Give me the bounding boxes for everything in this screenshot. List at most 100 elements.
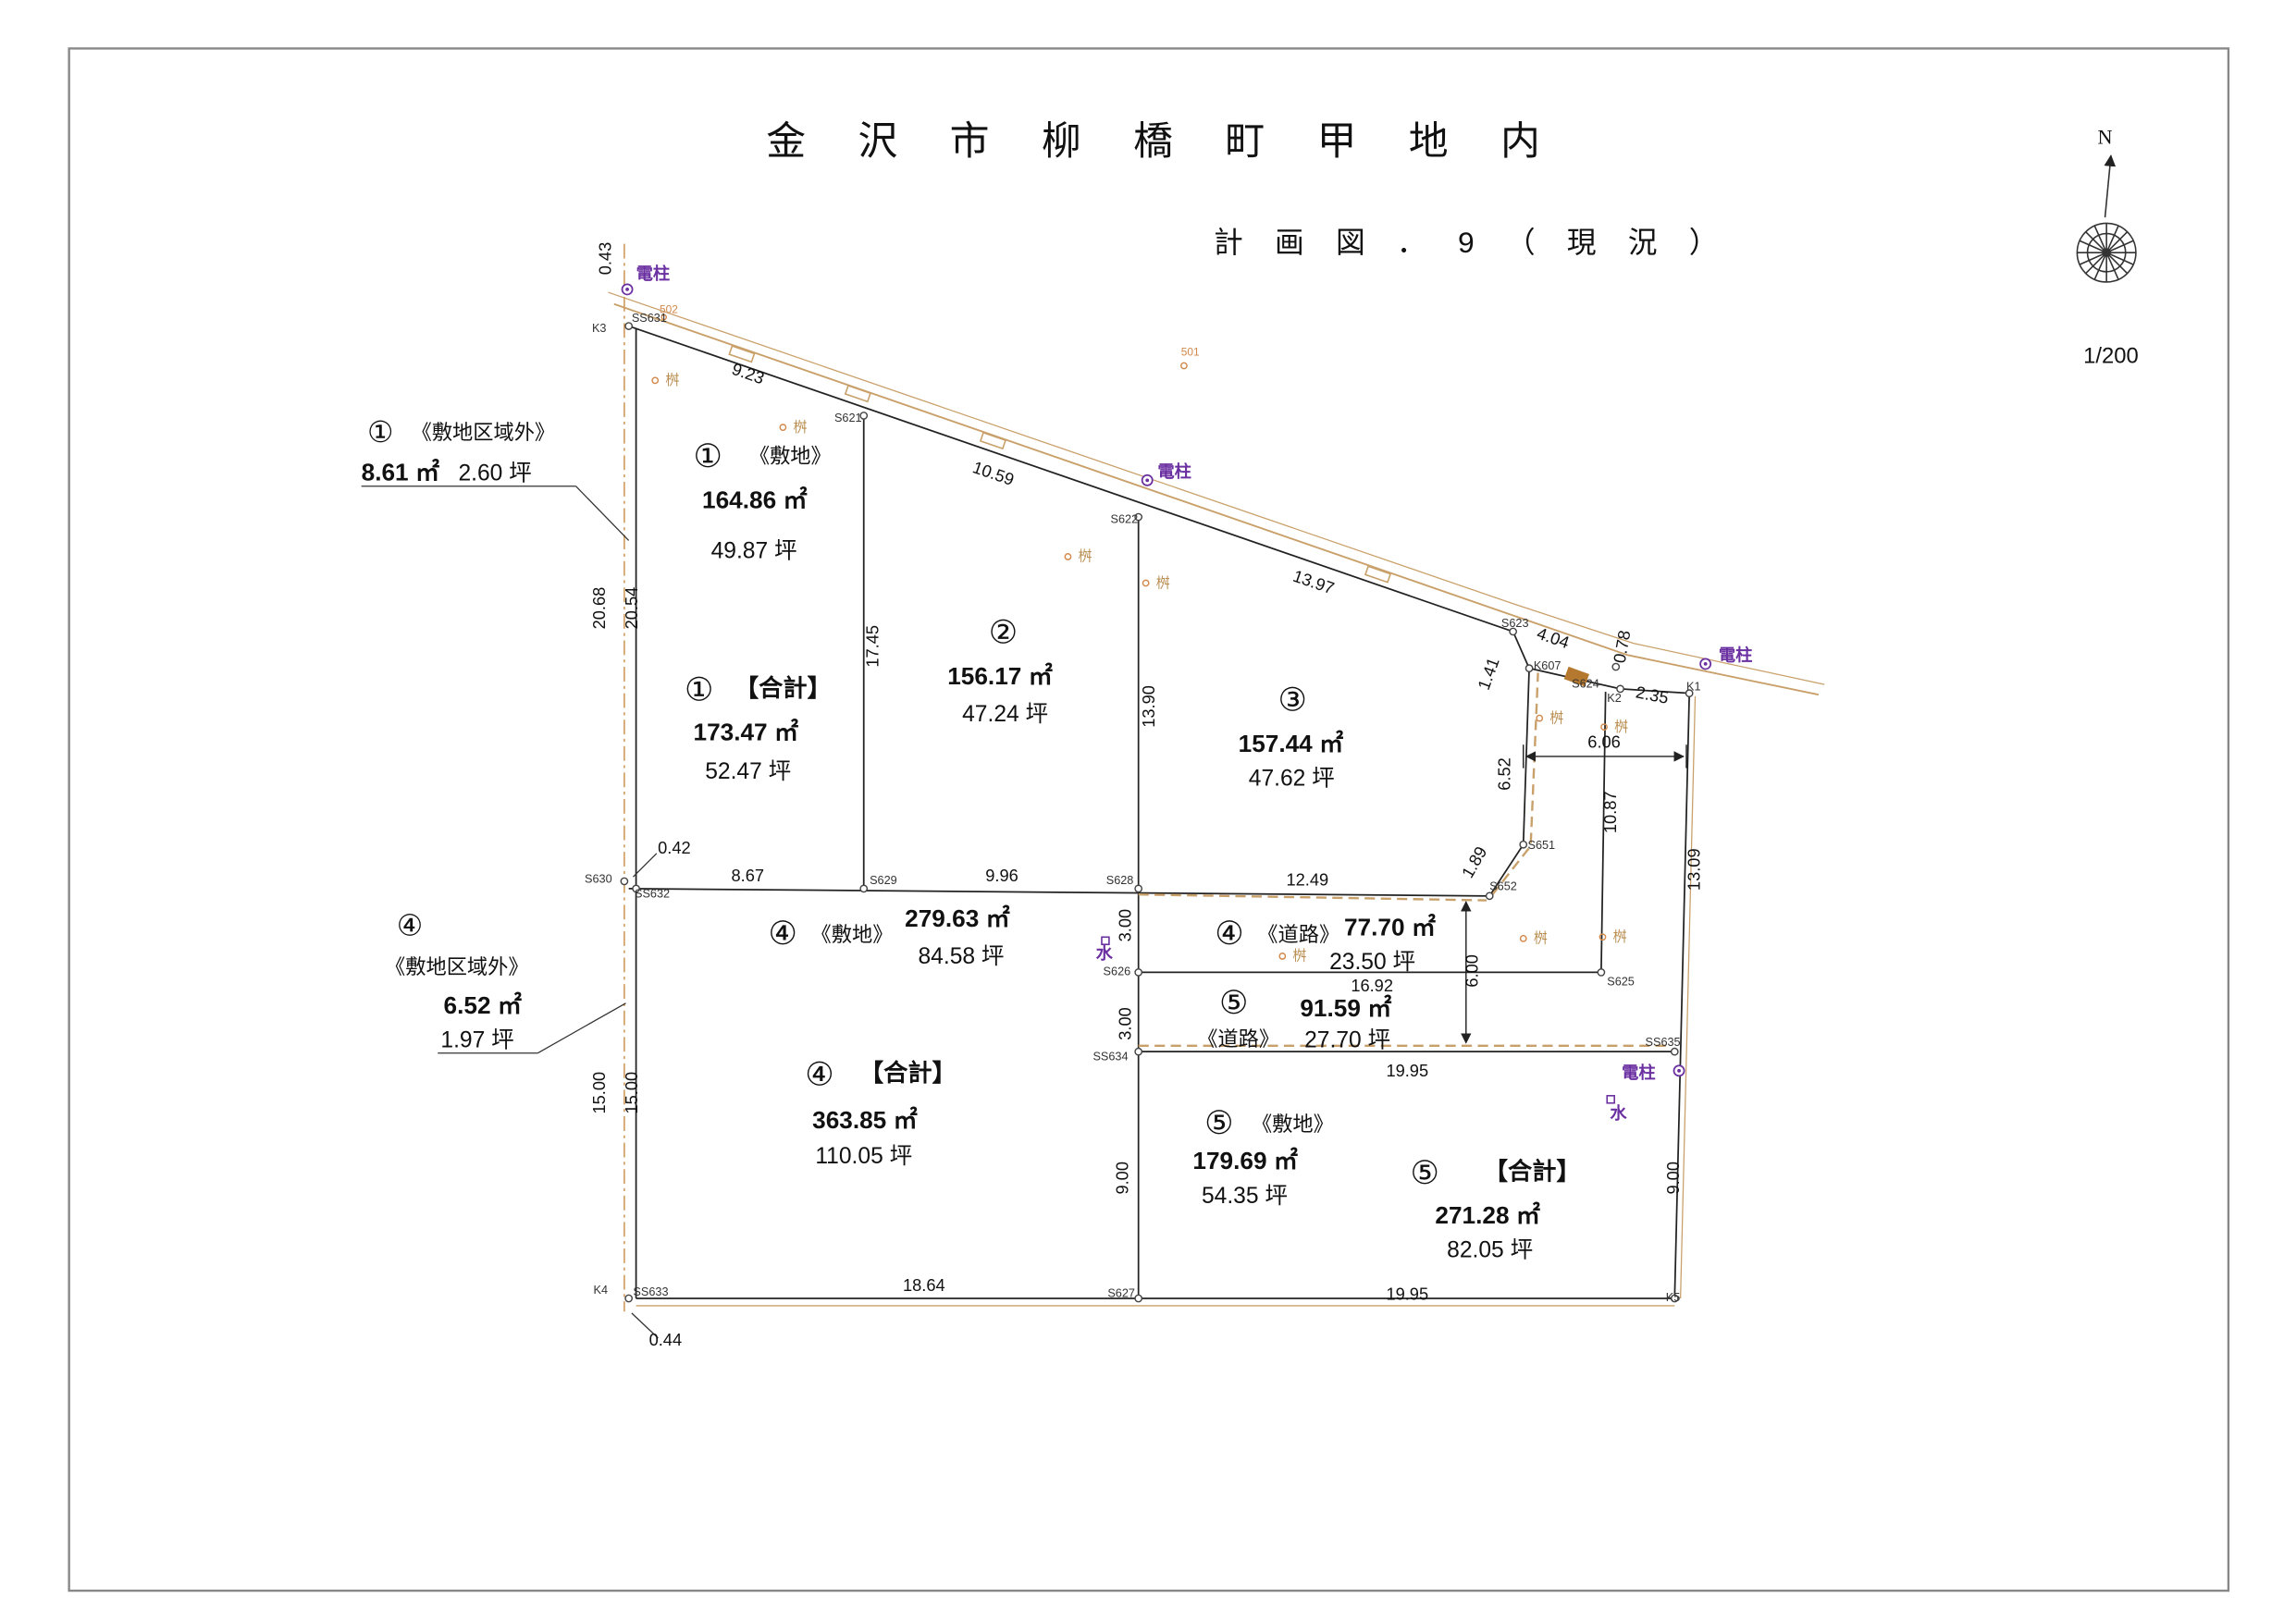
dimension-label: 6.06 <box>1587 732 1621 751</box>
annotation1-tag: 《敷地区域外》 <box>412 421 556 444</box>
dimension-label: 16.92 <box>1351 976 1393 995</box>
parcel4-road-number: ④ <box>1215 916 1243 952</box>
parcel1-site-number: ① <box>694 438 722 474</box>
survey-point-label: S629 <box>870 874 897 887</box>
masu-label: 桝 <box>1549 710 1563 726</box>
masu-label: 桝 <box>1156 575 1170 591</box>
dimension-label: 19.95 <box>1386 1285 1428 1304</box>
parcel1-site-area: 164.86 ㎡ <box>702 486 808 514</box>
parcel5-total-tsubo: 82.05 坪 <box>1447 1237 1533 1263</box>
boundary-right <box>1673 693 1691 1299</box>
dimension-label: 13.90 <box>1139 685 1158 728</box>
parcel5-road-area: 91.59 ㎡ <box>1300 994 1392 1022</box>
dimension-label: 19.95 <box>1386 1061 1428 1080</box>
water-icon <box>1606 1095 1615 1104</box>
annotation1-area: 8.61 ㎡ <box>362 458 440 486</box>
parcel5-site-tsubo: 54.35 坪 <box>1202 1183 1288 1209</box>
survey-point-label: 501 <box>1181 345 1200 358</box>
dimension-label: 9.00 <box>1663 1162 1683 1195</box>
annotation1-tsubo: 2.60 坪 <box>458 460 531 486</box>
parcel4-total-area: 363.85 ㎡ <box>812 1106 918 1134</box>
leader-0-44 <box>631 1312 659 1339</box>
dimension-label: 12.49 <box>1286 870 1328 890</box>
survey-point-label: K607 <box>1534 659 1562 672</box>
survey-point-label: S625 <box>1607 976 1635 989</box>
masu-label: 桝 <box>794 420 808 436</box>
utility-label: 電柱 <box>1719 646 1752 665</box>
leader-0-42 <box>632 853 658 878</box>
annotation4-area: 6.52 ㎡ <box>444 991 523 1019</box>
parcel4-total-tag: 【合計】 <box>859 1059 957 1087</box>
survey-point-label: S628 <box>1106 874 1134 887</box>
annotation4-leader <box>537 1002 626 1054</box>
parcel2-tsubo: 47.24 坪 <box>962 701 1048 727</box>
dimension-label: 0.43 <box>596 242 615 276</box>
electric-pole-icon <box>1141 473 1154 486</box>
survey-point-label: S623 <box>1501 617 1529 630</box>
dimension-label: 20.54 <box>622 587 641 630</box>
masu-label: 桝 <box>1614 719 1628 735</box>
parcel3-area: 157.44 ㎡ <box>1239 730 1344 757</box>
dimension-label: 15.00 <box>589 1072 609 1114</box>
dimension-label: 13.97 <box>1290 566 1337 598</box>
masu-label: 桝 <box>1534 931 1548 947</box>
dimension-label: 6.00 <box>1463 954 1482 988</box>
parcel5-site-tag: 《敷地》 <box>1252 1113 1334 1136</box>
survey-point-label: SS634 <box>1092 1051 1128 1064</box>
parcel4-road-tsubo: 23.50 坪 <box>1329 949 1415 975</box>
dimension-label: 1.41 <box>1474 655 1503 693</box>
parcel5-site-number: ⑤ <box>1204 1105 1233 1141</box>
utility-symbols <box>621 283 1712 1104</box>
survey-point-labels: K3SS631S621S622S623K607S624K2K1S651S652S… <box>585 302 1701 1304</box>
dimension-label: 9.23 <box>730 359 767 387</box>
north-arrow: N 1/200 <box>2076 126 2139 368</box>
masu-label: 桝 <box>1292 949 1306 965</box>
boundary-right-outer <box>1680 695 1697 1299</box>
dimension-label: 9.96 <box>985 866 1018 885</box>
dimension-label: 0.44 <box>649 1330 683 1349</box>
survey-point-label: SS632 <box>635 887 670 900</box>
survey-point-label: S627 <box>1107 1286 1135 1299</box>
dimension-label: 6.52 <box>1494 757 1513 791</box>
dimension-label: 18.64 <box>903 1275 945 1295</box>
survey-point-label: K3 <box>592 322 607 335</box>
parcel4-site-tag: 《敷地》 <box>811 923 894 946</box>
dimension-label: 10.59 <box>970 457 1017 489</box>
parcel5-total-number: ⑤ <box>1410 1155 1438 1191</box>
dimension-label: 0.78 <box>1610 629 1635 665</box>
parcel1-total-area: 173.47 ㎡ <box>694 718 799 745</box>
parcel1-total-number: ① <box>685 672 713 708</box>
parcel4-site-tsubo: 84.58 坪 <box>918 943 1004 969</box>
parcel4-site-number: ④ <box>769 916 797 952</box>
annotation4-number: ④ <box>397 909 423 942</box>
utility-label: 電柱 <box>1157 461 1191 481</box>
dimension-label: 9.00 <box>1113 1162 1132 1195</box>
annotation4-tag: 《敷地区域外》 <box>385 955 529 978</box>
parcel4-total-tsubo: 110.05 坪 <box>815 1143 912 1169</box>
survey-point-label: S626 <box>1104 965 1131 978</box>
utility-label: 水 <box>1610 1103 1627 1123</box>
annotation1-number: ① <box>367 415 393 449</box>
survey-point-label: S652 <box>1489 879 1517 892</box>
dimension-label: 13.09 <box>1684 848 1703 891</box>
parcel3-tsubo: 47.62 坪 <box>1249 766 1335 792</box>
parcel2-number: ② <box>989 615 1018 651</box>
road-dash-dogleg <box>1491 672 1539 895</box>
site-geometry <box>361 243 1825 1339</box>
dimension-label: 20.68 <box>589 587 609 630</box>
annotation1-leader <box>575 486 630 541</box>
mid-boundary-line <box>628 888 1490 897</box>
utility-label: 電柱 <box>1622 1063 1655 1082</box>
dimension-label: 4.04 <box>1535 623 1572 652</box>
masu-label: 桝 <box>665 373 679 388</box>
drawing-border <box>68 47 2230 1592</box>
parcel2-area: 156.17 ㎡ <box>947 662 1053 690</box>
electric-pole-icon <box>1673 1064 1685 1077</box>
survey-point-label: S630 <box>585 873 612 886</box>
survey-point-label: K1 <box>1686 680 1701 693</box>
road-dash-top <box>1138 893 1487 902</box>
dimension-label: 1.89 <box>1457 843 1490 881</box>
parcel5-total-tag: 【合計】 <box>1484 1157 1581 1185</box>
